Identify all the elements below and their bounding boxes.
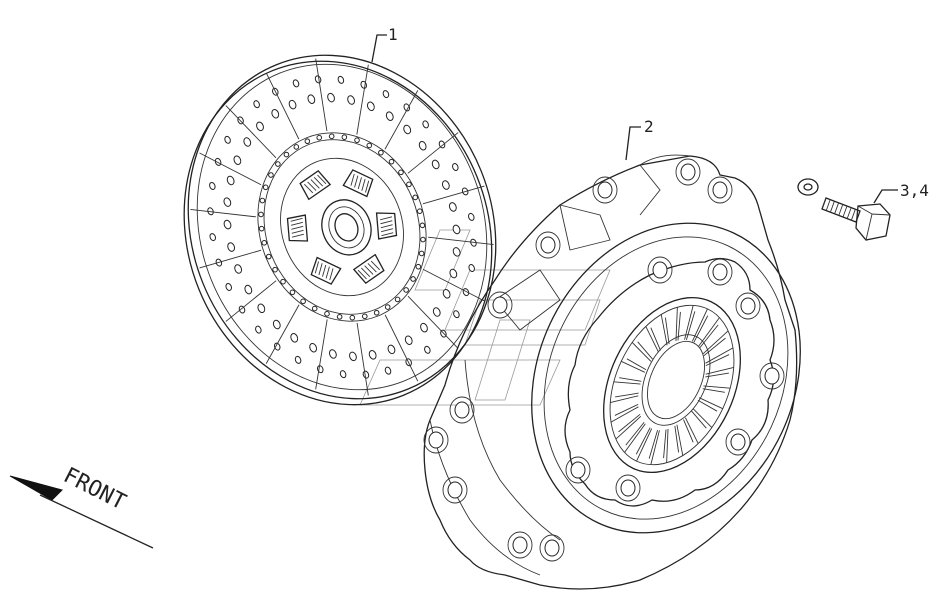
callout-1: 1 (371, 25, 398, 63)
callout-1-label: 1 (388, 25, 398, 44)
disc-rivets (207, 75, 477, 379)
front-label: FRONT (59, 463, 129, 515)
clutch-disc (183, 54, 497, 406)
bolt-and-washer (797, 178, 891, 241)
diaphragm-fingers (610, 305, 734, 465)
damper-springs (286, 169, 398, 285)
disc-segment-lines (190, 58, 494, 396)
washer (797, 178, 819, 196)
mounting-holes (423, 158, 785, 562)
watermark (359, 229, 611, 406)
pressure-plate-cover (423, 154, 801, 590)
bolt (821, 197, 891, 241)
callout-3-4-label: 3,4 (900, 181, 929, 200)
callout-3-4: 3,4 (873, 181, 929, 204)
callout-2-label: 2 (644, 117, 654, 136)
callout-2: 2 (625, 117, 654, 161)
front-direction-arrow: FRONT (9, 463, 154, 549)
